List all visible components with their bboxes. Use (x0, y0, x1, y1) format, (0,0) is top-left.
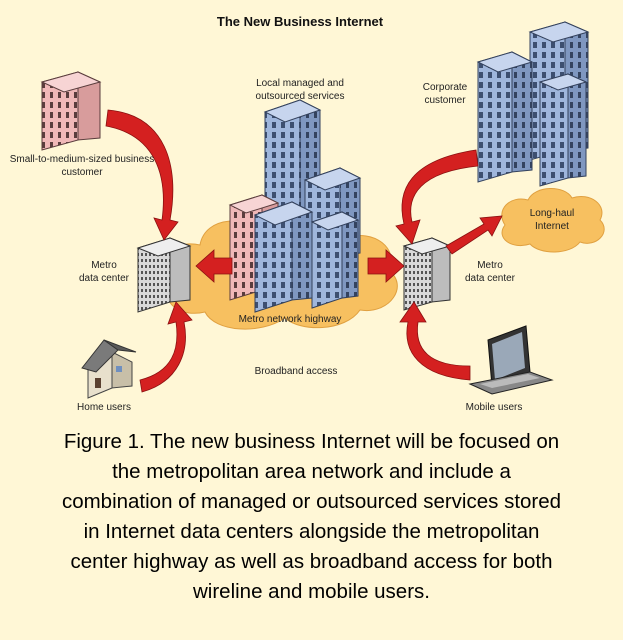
corporate-buildings (476, 21, 590, 187)
right-data-center-server (402, 237, 452, 311)
caption-line-5: center highway as well as broadband acce… (70, 550, 553, 573)
label-long-haul-2: Internet (535, 221, 569, 232)
label-mobile-users: Mobile users (466, 402, 523, 413)
label-small-business-1: Small-to-medium-sized business (10, 154, 155, 165)
diagram-title: The New Business Internet (217, 14, 384, 29)
label-metro-dc-left-1: Metro (91, 260, 117, 271)
label-home-users: Home users (77, 402, 131, 413)
home-user-house (81, 339, 137, 399)
caption-line-6: wireline and mobile users. (192, 580, 430, 603)
label-local-services-1: Local managed and (256, 78, 344, 89)
caption-line-3: combination of managed or outsourced ser… (61, 490, 562, 513)
label-long-haul-1: Long-haul (530, 208, 574, 219)
small-business-building (40, 71, 102, 151)
label-corporate-1: Corporate (423, 82, 468, 93)
label-corporate-2: customer (424, 95, 466, 106)
left-data-center-server (136, 237, 192, 313)
mobile-user-laptop (468, 325, 554, 395)
label-metro-highway: Metro network highway (239, 314, 342, 325)
diagram-labels: Local managed and outsourced services Co… (10, 78, 574, 413)
label-broadband: Broadband access (255, 366, 338, 377)
long-haul-internet-cloud (501, 188, 605, 253)
label-metro-dc-left-2: data center (79, 273, 130, 284)
label-metro-dc-right-2: data center (465, 273, 516, 284)
caption-line-1: Figure 1. The new business Internet will… (63, 430, 560, 453)
label-metro-dc-right-1: Metro (477, 260, 503, 271)
local-services-buildings (228, 99, 362, 313)
caption-line-4: in Internet data centers alongside the m… (83, 520, 540, 543)
connection-arrows (105, 109, 503, 393)
caption-line-2: the metropolitan area network and includ… (112, 460, 511, 483)
figure-caption: Figure 1. The new business Internet will… (0, 422, 623, 640)
label-small-business-2: customer (61, 167, 103, 178)
network-diagram: The New Business Internet (10, 14, 605, 413)
label-local-services-2: outsourced services (256, 91, 345, 102)
